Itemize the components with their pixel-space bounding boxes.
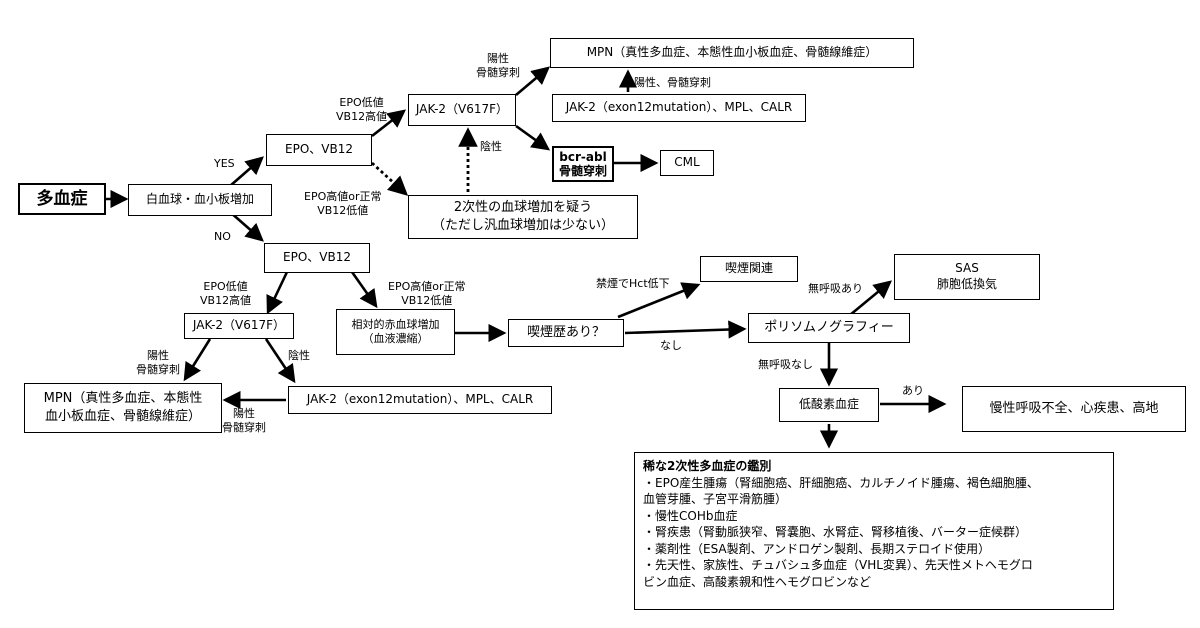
relative-erythrocytosis-label: 相対的赤血球増加: [351, 317, 440, 331]
mpn-bottom-label-cont: 血小板血症、骨髄線維症）: [44, 409, 201, 424]
epo-high-top-line1: EPO高値or正常: [304, 190, 382, 203]
apnea-no-label: 無呼吸なし: [758, 358, 813, 371]
no-label: NO: [214, 230, 231, 243]
positive-exon-bottom-line2: 骨髄穿刺: [222, 421, 266, 435]
negative-bottom-label: 陰性: [288, 349, 310, 362]
positive-top-line2: 骨髄穿刺: [476, 66, 520, 80]
rare-box-title: 稀な2次性多血症の鑑別: [643, 459, 772, 473]
epo-high-bottom-label: EPO高値or正常 VB12低値: [388, 280, 466, 309]
jak2-exon12-bottom-node: JAK-2（exon12mutation）、MPL、CALR: [288, 386, 552, 414]
rare-box-line: ・EPO産生腫瘍（腎細胞癌、肝細胞癌、カルチノイド腫瘍、褐色細胞腫、: [643, 475, 1039, 490]
sas-label: SAS: [955, 261, 979, 276]
positive-bm-exon-bottom-label: 陽性 骨髄穿刺: [222, 407, 266, 436]
epo-high-top-label: EPO高値or正常 VB12低値: [304, 190, 382, 219]
epo-vb12-bottom-label: EPO、VB12: [283, 250, 351, 265]
epo-high-top-line2: VB12低値: [317, 204, 369, 218]
relative-erythrocytosis-node: 相対的赤血球増加 （血液濃縮）: [336, 309, 455, 355]
quit-smoking-label: 禁煙でHct低下: [596, 277, 670, 290]
jak2-v617f-bottom-node: JAK-2（V617F）: [184, 313, 294, 339]
positive-exon-bottom-line1: 陽性: [233, 407, 255, 420]
chronic-causes-node: 慢性呼吸不全、心疾患、高地: [962, 386, 1186, 432]
positive-bm-bottom-label: 陽性 骨髄穿刺: [136, 349, 180, 378]
positive-top-line1: 陽性: [487, 52, 509, 65]
polycythemia-node: 多血症: [18, 183, 106, 215]
rare-box-line: 血管芽腫、子宮平滑筋腫）: [643, 492, 788, 507]
secondary-increase-label: 2次性の血球増加を疑う: [453, 200, 593, 216]
chronic-causes-label: 慢性呼吸不全、心疾患、高地: [989, 400, 1159, 416]
jak2-v617f-bottom-label: JAK-2（V617F）: [192, 318, 286, 333]
epo-vb12-top-node: EPO、VB12: [266, 134, 372, 166]
wbc-plt-increase-node: 白血球・血小板増加: [128, 184, 272, 216]
jak2-v617f-top-node: JAK-2（V617F）: [408, 94, 516, 126]
yes-label: YES: [214, 157, 235, 170]
epo-high-bottom-line2: VB12低値: [401, 294, 453, 308]
epo-vb12-top-label: EPO、VB12: [285, 142, 353, 157]
secondary-increase-node: 2次性の血球増加を疑う （ただし汎血球増加は少ない）: [408, 195, 638, 239]
present-label: あり: [902, 384, 924, 397]
epo-low-bottom-line2: VB12高値: [200, 294, 252, 308]
hypoxemia-label: 低酸素血症: [798, 397, 859, 412]
smoking-related-node: 喫煙関連: [700, 256, 798, 282]
negative-top-label: 陰性: [480, 140, 502, 153]
mpn-top-label: MPN（真性多血症、本態性血小板血症、骨髄線維症）: [586, 45, 878, 60]
epo-vb12-bottom-node: EPO、VB12: [264, 243, 370, 273]
epo-high-bottom-line1: EPO高値or正常: [388, 280, 466, 293]
epo-low-top-label: EPO低値 VB12高値: [336, 96, 387, 125]
secondary-increase-note: （ただし汎血球増加は少ない）: [431, 218, 614, 233]
mpn-bottom-node: MPN（真性多血症、本態性 血小板血症、骨髄線維症）: [24, 383, 222, 433]
apnea-yes-label: 無呼吸あり: [808, 282, 863, 295]
sas-node: SAS 肺胞低換気: [894, 254, 1040, 300]
bone-marrow-puncture-label: 骨髄穿刺: [558, 164, 607, 178]
polycythemia-label: 多血症: [36, 188, 88, 209]
positive-bottom-line1: 陽性: [147, 349, 169, 362]
rare-box-line: ・先天性、家族性、チュバシュ多血症（VHL変異）、先天性メトヘモグロ: [643, 558, 1033, 573]
polysomnography-label: ポリソムノグラフィー: [764, 319, 894, 335]
bcr-abl-node: bcr-abl 骨髄穿刺: [552, 146, 614, 182]
smoking-history-node: 喫煙歴あり？: [508, 319, 624, 347]
cml-label: CML: [674, 155, 700, 170]
rare-box-line: ・腎疾患（腎動脈狭窄、腎嚢胞、水腎症、腎移植後、バーター症候群）: [643, 525, 1028, 540]
epo-low-bottom-line1: EPO低値: [203, 280, 248, 293]
cml-node: CML: [660, 150, 714, 176]
mpn-bottom-label: MPN（真性多血症、本態性: [43, 391, 203, 407]
wbc-plt-increase-label: 白血球・血小板増加: [145, 192, 254, 207]
mpn-top-node: MPN（真性多血症、本態性血小板血症、骨髄線維症）: [550, 38, 914, 68]
positive-bm-exon-top-label: 陽性、骨髄穿刺: [634, 76, 711, 89]
smoking-related-label: 喫煙関連: [724, 261, 773, 276]
hypoxemia-node: 低酸素血症: [779, 388, 879, 422]
jak2-v617f-top-label: JAK-2（V617F）: [415, 102, 509, 117]
positive-bottom-line2: 骨髄穿刺: [136, 363, 180, 377]
hemoconcentration-label: （血液濃縮）: [362, 332, 429, 345]
polysomnography-node: ポリソムノグラフィー: [748, 313, 910, 343]
positive-bm-top-label: 陽性 骨髄穿刺: [476, 52, 520, 81]
none-label: なし: [660, 339, 682, 352]
smoking-history-label: 喫煙歴あり？: [526, 324, 605, 340]
jak2-exon12-top-label: JAK-2（exon12mutation）、MPL、CALR: [565, 100, 793, 115]
rare-box-line: ・薬剤性（ESA製剤、アンドロゲン製剤、長期ステロイド使用）: [643, 541, 991, 556]
bcr-abl-label: bcr-abl: [559, 149, 607, 164]
rare-box-line: ビン血症、高酸素親和性ヘモグロビンなど: [643, 574, 872, 589]
epo-low-top-line2: VB12高値: [336, 110, 388, 124]
epo-low-bottom-label: EPO低値 VB12高値: [200, 280, 251, 309]
jak2-exon12-bottom-label: JAK-2（exon12mutation）、MPL、CALR: [306, 392, 534, 407]
epo-low-top-line1: EPO低値: [339, 96, 384, 109]
rare-box-line: ・慢性COHb血症: [643, 508, 738, 523]
jak2-exon12-top-node: JAK-2（exon12mutation）、MPL、CALR: [552, 94, 806, 122]
alveolar-hypoventilation-label: 肺胞低換気: [936, 277, 997, 291]
rare-secondary-polycythemia-box: 稀な2次性多血症の鑑別 ・EPO産生腫瘍（腎細胞癌、肝細胞癌、カルチノイド腫瘍、…: [634, 452, 1114, 610]
